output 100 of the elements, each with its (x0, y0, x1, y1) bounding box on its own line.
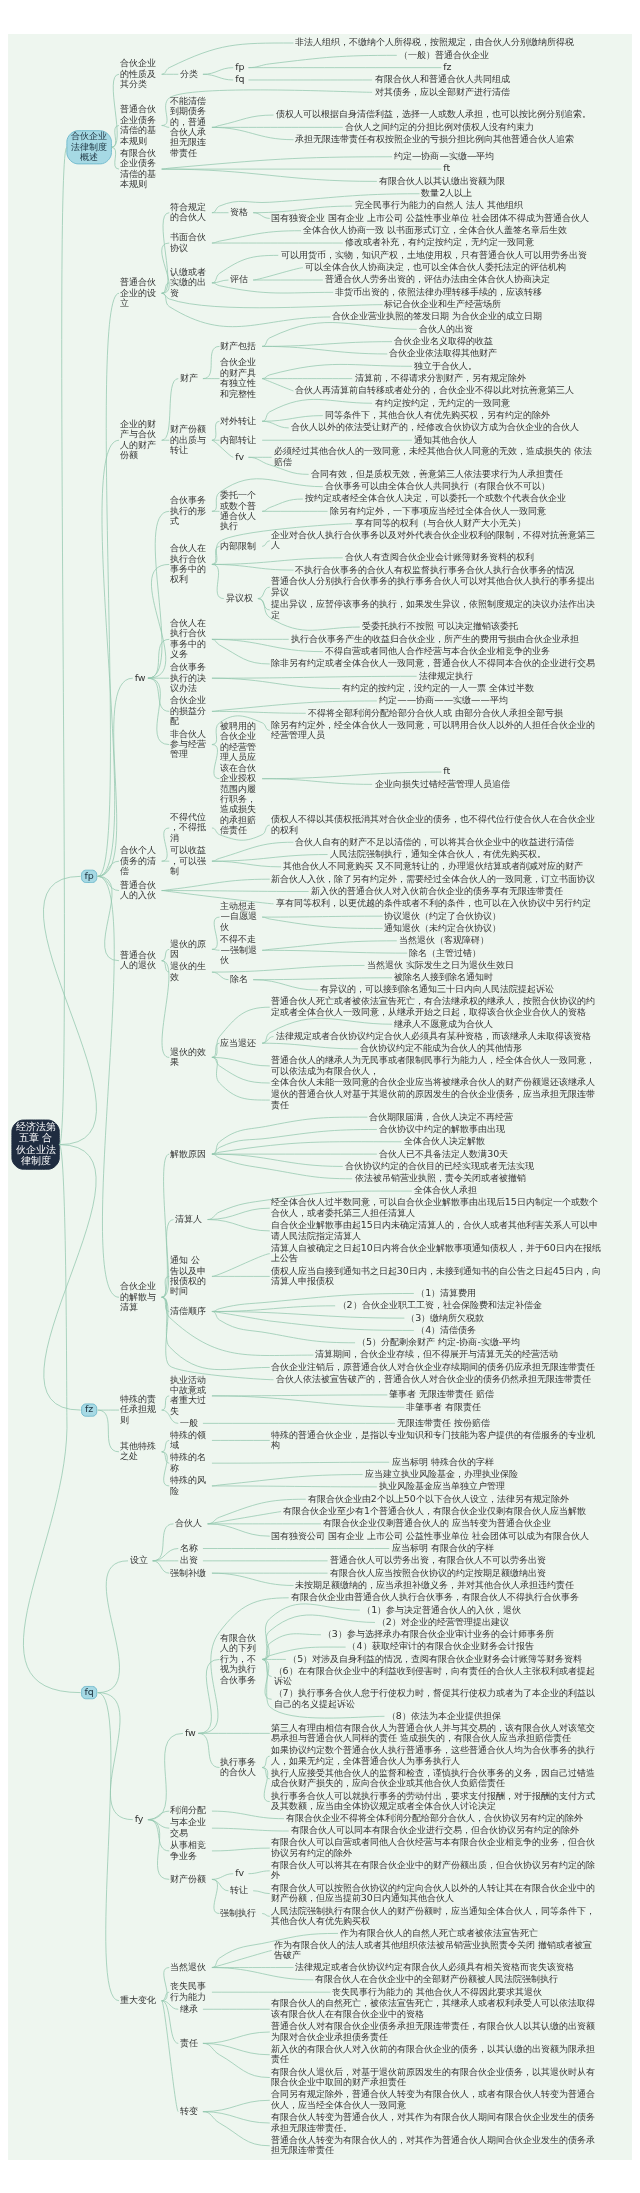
connector (211, 1042, 220, 1058)
connector (161, 959, 170, 1058)
connector (252, 978, 319, 990)
connector (261, 377, 353, 379)
node-text: 执业活动中故意或者重大过失 (170, 1373, 207, 1416)
node-text: 继承人不愿意成为合伙人 (393, 1017, 493, 1029)
connector (261, 498, 304, 512)
connector (261, 377, 294, 391)
node-text: （5）对涉及自身利益的情况，查阅有限合伙企业财务会计账簿等财务资料 (288, 1652, 583, 1664)
connector (211, 824, 271, 841)
node-text: 出资 (180, 1553, 199, 1565)
node-text: 国有独资公司 国有企业 上市公司 公益性事业单位 社会团体可以成为有限合伙人 (270, 1529, 589, 1541)
node-text: 转让 (230, 1883, 249, 1895)
node-text: 继承 (180, 2002, 199, 2014)
connector (161, 168, 378, 182)
node-text: 合伙人自有的财产不足以清偿的，可以将其合伙企业中的收益进行清偿 (295, 835, 575, 847)
connector (97, 1409, 120, 1410)
connector (147, 1818, 170, 1880)
node-text: 退伙的普通合伙人对基于其退伙前的原因发生的合伙企业债务，应当承担无限连带责任 (270, 1087, 595, 1110)
connector (252, 211, 271, 219)
connector (211, 126, 294, 140)
connector (161, 1275, 170, 1298)
node-text: 企业的财产与合伙人的财产份额 (119, 417, 156, 460)
node-text: 有约定的按约定，没约定的一人一票 全体过半数 (342, 681, 535, 693)
node-text: 提出异议，应暂停该事务的执行，如果发生异议，依照制度规定的决议办法作出决定 (270, 597, 595, 620)
connector (207, 1522, 271, 1537)
connector (161, 889, 274, 904)
node-text: 清算前，不得请求分割财产，另有规定除外 (354, 371, 526, 383)
node-text: 合伙协议中约定的解散事由出现 (379, 1122, 506, 1134)
node-text: 转变 (180, 2104, 199, 2116)
node-text: 退伙的效果 (170, 1045, 207, 1067)
node-text: 可以用货币，实物，知识产权，土地使用权，只有普通合伙人可以用劳务出资 (280, 248, 587, 260)
node-text: 财产份额 (170, 1872, 207, 1884)
connector (211, 114, 274, 128)
connector (202, 1422, 396, 1424)
node-text: 全体合伙人未能一致同意的合伙企业应当将被继承合伙人的财产份额退还该继承人 (270, 1075, 595, 1087)
node-text: 享有同等权利，以更优越的条件或者不利的条件，也可以在入伙协议中另行约定 (275, 896, 591, 908)
node-text: 合伙企业的损益分配 (170, 693, 207, 726)
connector (197, 1732, 220, 1768)
node-text: 合伙企业的性质及其分类 (119, 56, 156, 89)
node-text: 有限合伙人和普通合伙人共同组成 (374, 72, 510, 84)
node-text: 主动想走—自愿退伙 (220, 899, 257, 932)
connector (211, 1275, 271, 1277)
node-text: 合伙事务执行的形式 (170, 493, 207, 526)
connector (161, 292, 383, 308)
connector (248, 456, 309, 475)
node-text: 有限合伙企业仅剩普通合伙人的 应当转变为普通合伙企业 (322, 1516, 551, 1528)
node-text: 其他特殊之处 (119, 1439, 156, 1461)
connector (161, 1450, 170, 1486)
node-text: 自合伙企业解散事由起15日内未确定清算人的，合伙人或者其他利害关系人可以申请人民法院指定清算人 (270, 1218, 598, 1240)
node-text: 特殊的风险 (170, 1473, 207, 1496)
node-text: 分类 (180, 67, 199, 79)
connector (261, 345, 388, 354)
connector (257, 586, 271, 599)
node-text: 清偿顺序 (170, 1304, 207, 1316)
connector (43, 875, 97, 1145)
node-text: 非肇事者 有限责任 (406, 1400, 482, 1412)
connector (152, 1559, 179, 1561)
node-text: 合伙期限届满，合伙人决定不再经营 (369, 1110, 514, 1122)
node-text: 新合伙人入伙，除了另有约定外，需要经过全体合伙人的一致同意，订立书面协议 (270, 872, 595, 884)
connector (261, 1766, 271, 1802)
connector (261, 1017, 393, 1044)
node-text: 合伙人的出资 (418, 322, 473, 334)
connector (161, 73, 179, 75)
connector (202, 1559, 328, 1561)
connector (211, 1310, 415, 1331)
node-text: 合伙人再清算前自转移或者处分的，合伙企业不得以此对抗善意第三人 (295, 383, 575, 395)
node-text: 有限合伙企业由2个以上50个以下合伙人设立，法律另有规定除外 (307, 1492, 569, 1504)
node-text: 协议退伙（约定了合伙协议） (384, 909, 502, 921)
connector (211, 522, 353, 565)
node-text: 除另有约定外，经全体合伙人一致同意，可以聘用合伙人以外的人担任合伙企业的经营管理人员 (270, 718, 595, 740)
node-text: 普通合伙人可以劳务出资，有限合伙人不可以劳务出资 (329, 1553, 546, 1565)
node-text: fv (235, 450, 245, 462)
node-text: 财产 (180, 371, 199, 383)
node-text: 约定—协商—实缴—平均 (393, 149, 495, 161)
node-text: 有限合伙企业至少有1个普通合伙人，有限合伙企业仅剩有限合伙人应当解散 (283, 1504, 587, 1516)
node-text: 认缴或者实缴的出资 (170, 265, 207, 298)
node-text: 应当标明 特殊合伙的字样 (391, 1455, 494, 1467)
connector (202, 2110, 271, 2146)
node-text: 合伙人有查阅合伙企业会计账簿财务资料的权利 (344, 550, 534, 562)
node-text: 债权人可以根据自身清偿利益，选择一人或数人承担，也可以按比例分别追索。 (275, 107, 591, 119)
node-text: 企业对合伙人执行合伙事务以及对外代表合伙企业权利的限制，不得对抗善意第三人 (270, 528, 595, 550)
connector (248, 1869, 271, 1874)
node-text: 普通合伙人的退伙 (119, 948, 156, 970)
node-text: 合伙人已不具备法定人数满30天 (379, 1146, 509, 1158)
node-text: 普通合伙人转变为有限合伙人的，对其作为普通合伙人期间合伙企业发生的债务承担无限连带责任 (270, 2133, 595, 2155)
connector (211, 282, 334, 293)
node-text: 内部转让 (220, 433, 257, 445)
node-text: 数量2人以上 (421, 186, 473, 198)
node-text: 人民法院强制执行，通知全体合伙人，有优先购买权。 (329, 847, 546, 859)
node-text: （3）缴纳所欠税款 (406, 1311, 485, 1322)
connector (97, 1691, 134, 1820)
node-text: 普通合伙人分别执行合伙事务的执行事务合伙人可以对其他合伙人执行的事务提出异议 (270, 574, 595, 597)
connector (211, 1949, 273, 1968)
connector (202, 377, 220, 379)
node-text: 合伙人在执行合伙事务中的义务 (170, 616, 207, 659)
node-text: 除非另有约定或者全体合伙人一致同意，普通合伙人不得同本合伙的企业进行交易 (270, 656, 595, 668)
connector (161, 1409, 179, 1424)
node-text: 完全民事行为能力的自然人 法人 其他组织 (354, 198, 523, 210)
node-text: 按约定或者经全体合伙人决定，可以委托一个或数个代表合伙企业 (305, 491, 567, 503)
